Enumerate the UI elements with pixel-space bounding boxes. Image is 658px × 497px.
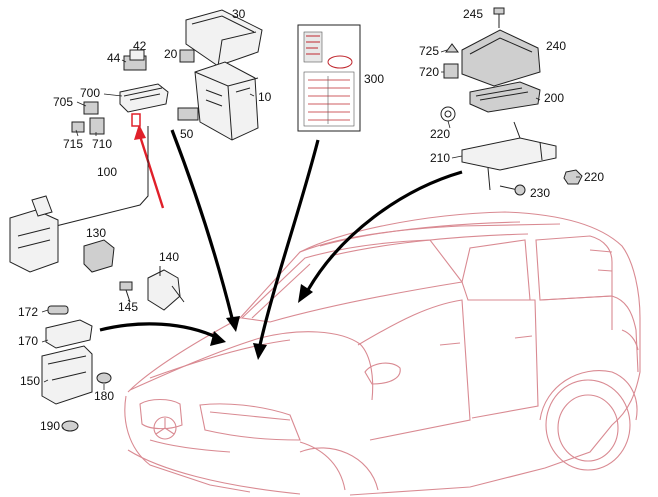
leader-arrows [99,124,463,360]
callout-130: 130 [86,226,106,240]
callout-labels: 30 44 42 20 705 700 10 715 710 50 100 30… [18,7,604,433]
callout-710: 710 [92,137,112,151]
callout-145: 145 [118,300,138,314]
arrow-head-fuse [226,316,240,332]
callout-100: 100 [97,165,117,179]
part-172 [47,305,69,315]
arrow-label-to-vehicle [258,139,320,346]
callout-42: 42 [133,39,147,53]
part-cover-170 [45,319,93,349]
arrow-module-to-vehicle [99,322,219,340]
part-harness-100 [9,126,149,273]
arrow-bracket-to-vehicle [306,170,463,291]
highlighted-fuse [131,113,141,127]
part-fuse-box-10 [194,61,259,141]
callout-220-nut: 220 [584,170,604,184]
callout-140: 140 [159,250,179,264]
callout-180: 180 [94,389,114,403]
leader-lines [41,14,580,429]
arrow-head-label [253,343,267,360]
callout-50: 50 [180,127,194,141]
callout-220-washer: 220 [430,127,450,141]
callout-172: 172 [18,305,38,319]
callout-230: 230 [530,186,550,200]
part-relay-carrier-700 [119,83,169,127]
callout-300: 300 [364,72,384,86]
part-washer-220 [440,106,456,122]
callout-30: 30 [232,7,246,21]
part-nut-220 [563,169,583,185]
callout-725: 725 [419,44,439,58]
part-small-relays [71,101,105,135]
part-control-unit-200 [469,81,541,113]
callout-715: 715 [63,137,83,151]
callout-150: 150 [20,374,40,388]
part-relay-42 [123,49,147,71]
highlight-arrow [138,135,165,209]
callout-20: 20 [164,47,178,61]
callout-245: 245 [463,7,483,21]
vehicle-outline [124,211,641,496]
callout-705: 705 [53,95,73,109]
callout-44: 44 [107,51,121,65]
callout-240: 240 [546,39,566,53]
callout-720: 720 [419,65,439,79]
part-label-card-300 [297,24,361,132]
part-grommet-190 [61,420,79,432]
part-relay-130 [83,239,115,273]
part-block-50 [177,107,199,121]
part-grommet-180 [96,372,112,384]
arrow-head-bracket [298,284,313,303]
part-module-150 [41,345,93,405]
part-bracket-210 [461,121,557,191]
callout-210: 210 [430,151,450,165]
part-clip-20 [179,49,195,63]
part-725-720 [443,43,459,79]
callout-190: 190 [40,419,60,433]
part-bolt-230 [499,184,526,196]
part-bracket-140 [147,266,185,311]
callout-200: 200 [544,91,564,105]
arrow-head-module [210,331,226,346]
callout-10: 10 [258,90,272,104]
highlight-arrow-head [134,124,146,140]
callout-700: 700 [80,86,100,100]
part-cover-30 [185,9,263,67]
arrow-fuse-to-vehicle [170,129,234,319]
part-cover-240 [461,29,541,87]
part-screw-145 [119,281,133,303]
callout-170: 170 [18,334,38,348]
